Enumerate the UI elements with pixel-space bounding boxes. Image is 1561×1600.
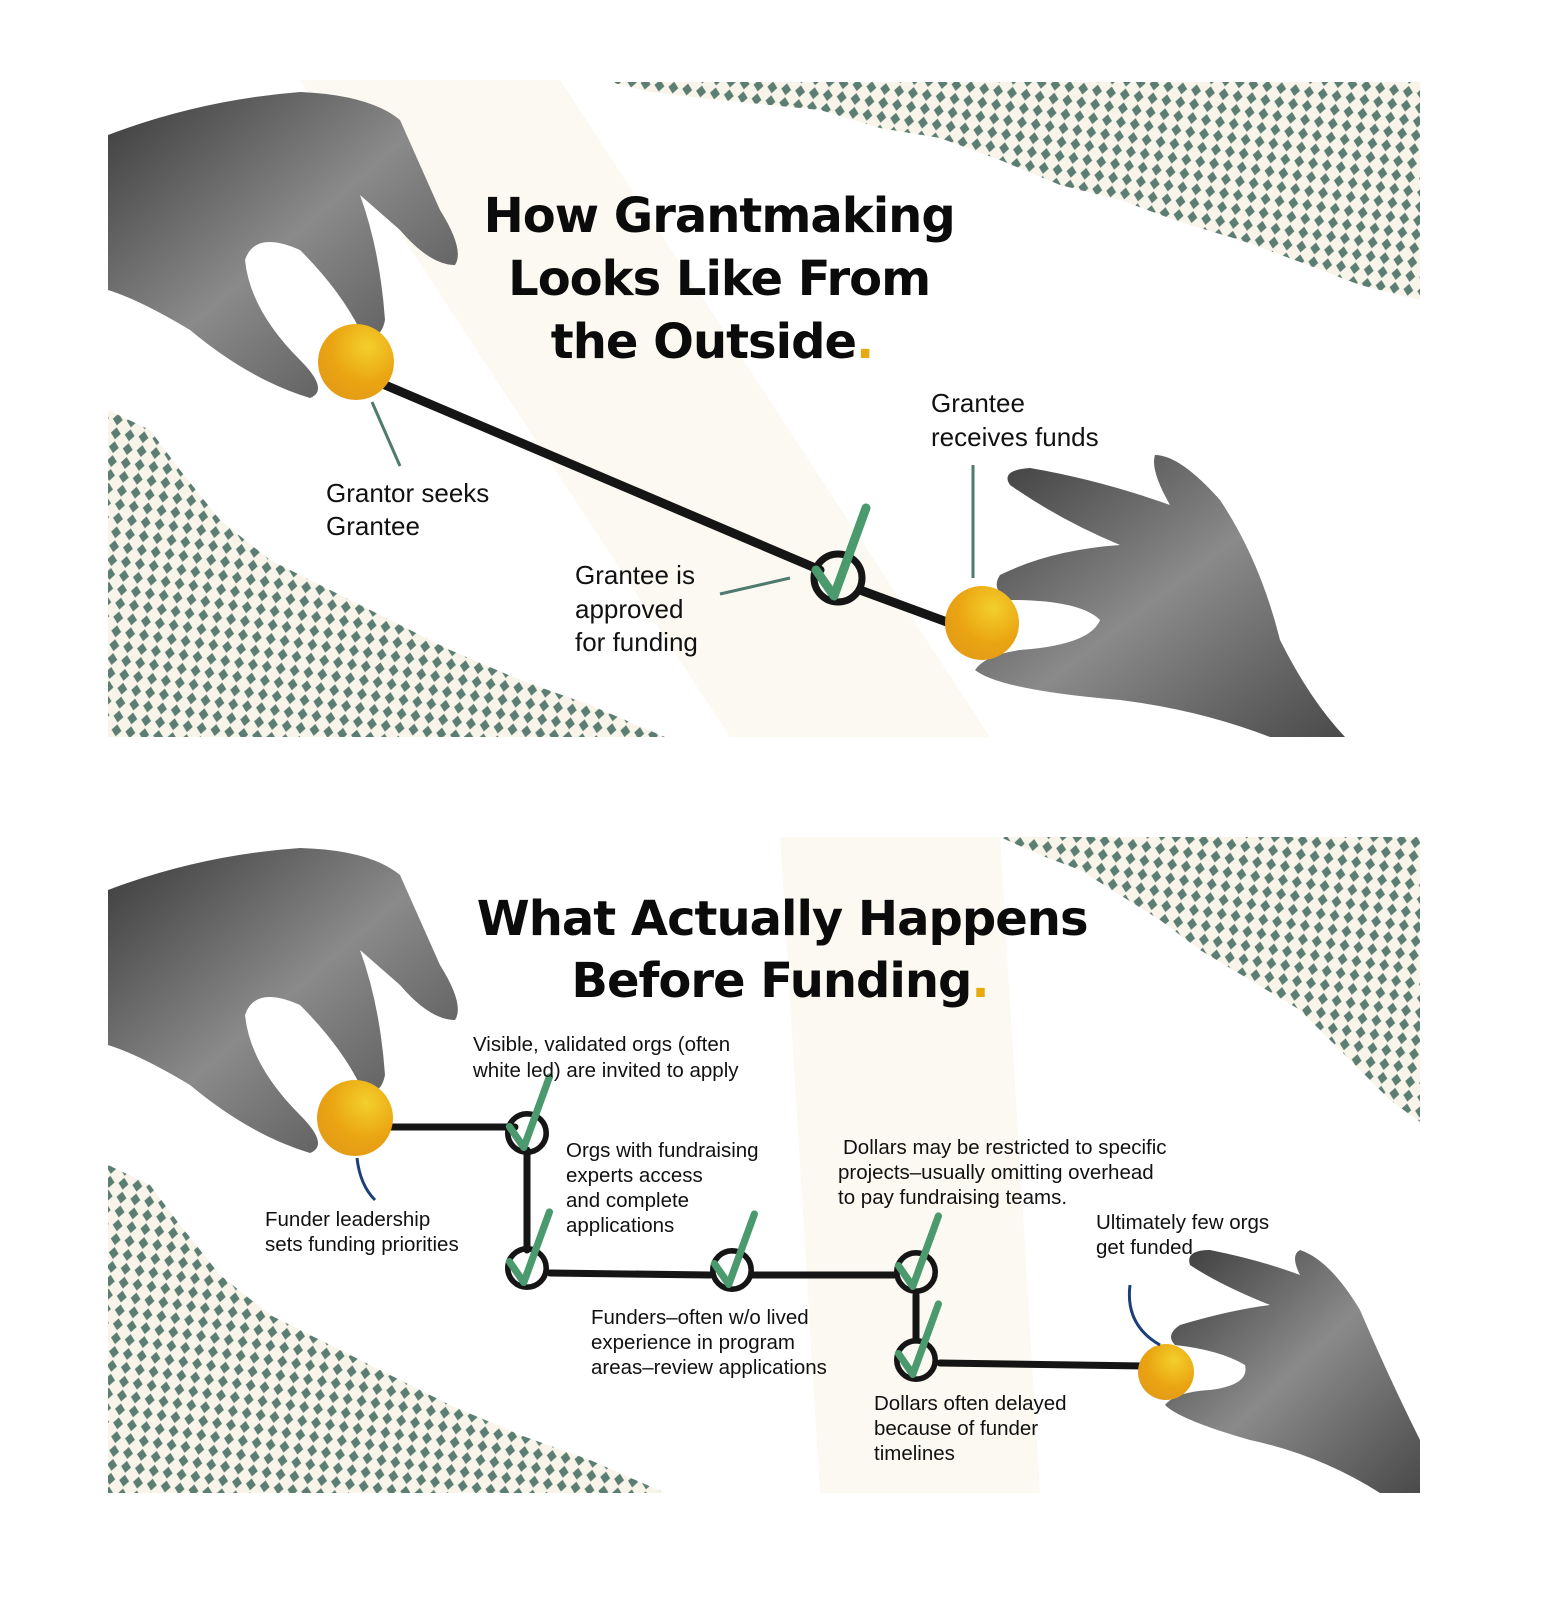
label-funder-leadership: Funder leadership sets funding prioritie… xyxy=(265,1208,459,1256)
leader-line xyxy=(719,576,791,596)
left-hand xyxy=(108,848,458,1153)
left-hand xyxy=(108,92,458,398)
light-beam xyxy=(780,837,1040,1493)
funded-org-ball xyxy=(1138,1344,1194,1400)
halftone-pattern-top-right xyxy=(610,82,1420,300)
leader-line xyxy=(1127,1284,1161,1347)
grantor-ball xyxy=(318,324,394,400)
halftone-pattern-bottom-left xyxy=(108,410,665,737)
panel-outside: How Grantmaking Looks Like From the Outs… xyxy=(108,80,1420,737)
title-period: . xyxy=(971,953,988,1009)
checkmark-icon xyxy=(713,1214,755,1289)
halftone-pattern-top-right xyxy=(1000,837,1420,1122)
label-funders-review: Funders–often w/o lived experience in pr… xyxy=(591,1306,827,1379)
label-grantee-receives: Grantee receives funds xyxy=(931,388,1099,452)
checkmark-icon xyxy=(508,1077,550,1152)
title-actual: What Actually Happens Before Funding. xyxy=(477,891,1103,1009)
label-visible-orgs: Visible, validated orgs (often white led… xyxy=(472,1033,739,1082)
grantee-ball xyxy=(945,586,1019,660)
label-fundraising-experts: Orgs with fundraising experts access and… xyxy=(566,1139,764,1237)
connection-line xyxy=(380,380,960,630)
title-outside: How Grantmaking Looks Like From the Outs… xyxy=(484,188,971,370)
leader-line xyxy=(370,401,402,467)
label-grantor-seeks: Grantor seeks Grantee xyxy=(326,478,497,541)
label-dollars-restricted: Dollars may be restricted to specific pr… xyxy=(838,1136,1172,1209)
right-hand xyxy=(1165,1250,1420,1493)
label-dollars-delayed: Dollars often delayed because of funder … xyxy=(874,1392,1072,1465)
right-hand xyxy=(975,455,1345,737)
label-few-funded: Ultimately few orgs get funded xyxy=(1096,1211,1275,1259)
label-grantee-approved: Grantee is approved for funding xyxy=(575,560,702,657)
halftone-pattern-bottom-left xyxy=(108,1165,665,1493)
panel-actual: What Actually Happens Before Funding. Fu… xyxy=(108,837,1420,1493)
funder-ball xyxy=(317,1080,393,1156)
process-path-line xyxy=(371,1123,1149,1370)
leader-line xyxy=(355,1157,377,1202)
title-period: . xyxy=(856,314,873,370)
